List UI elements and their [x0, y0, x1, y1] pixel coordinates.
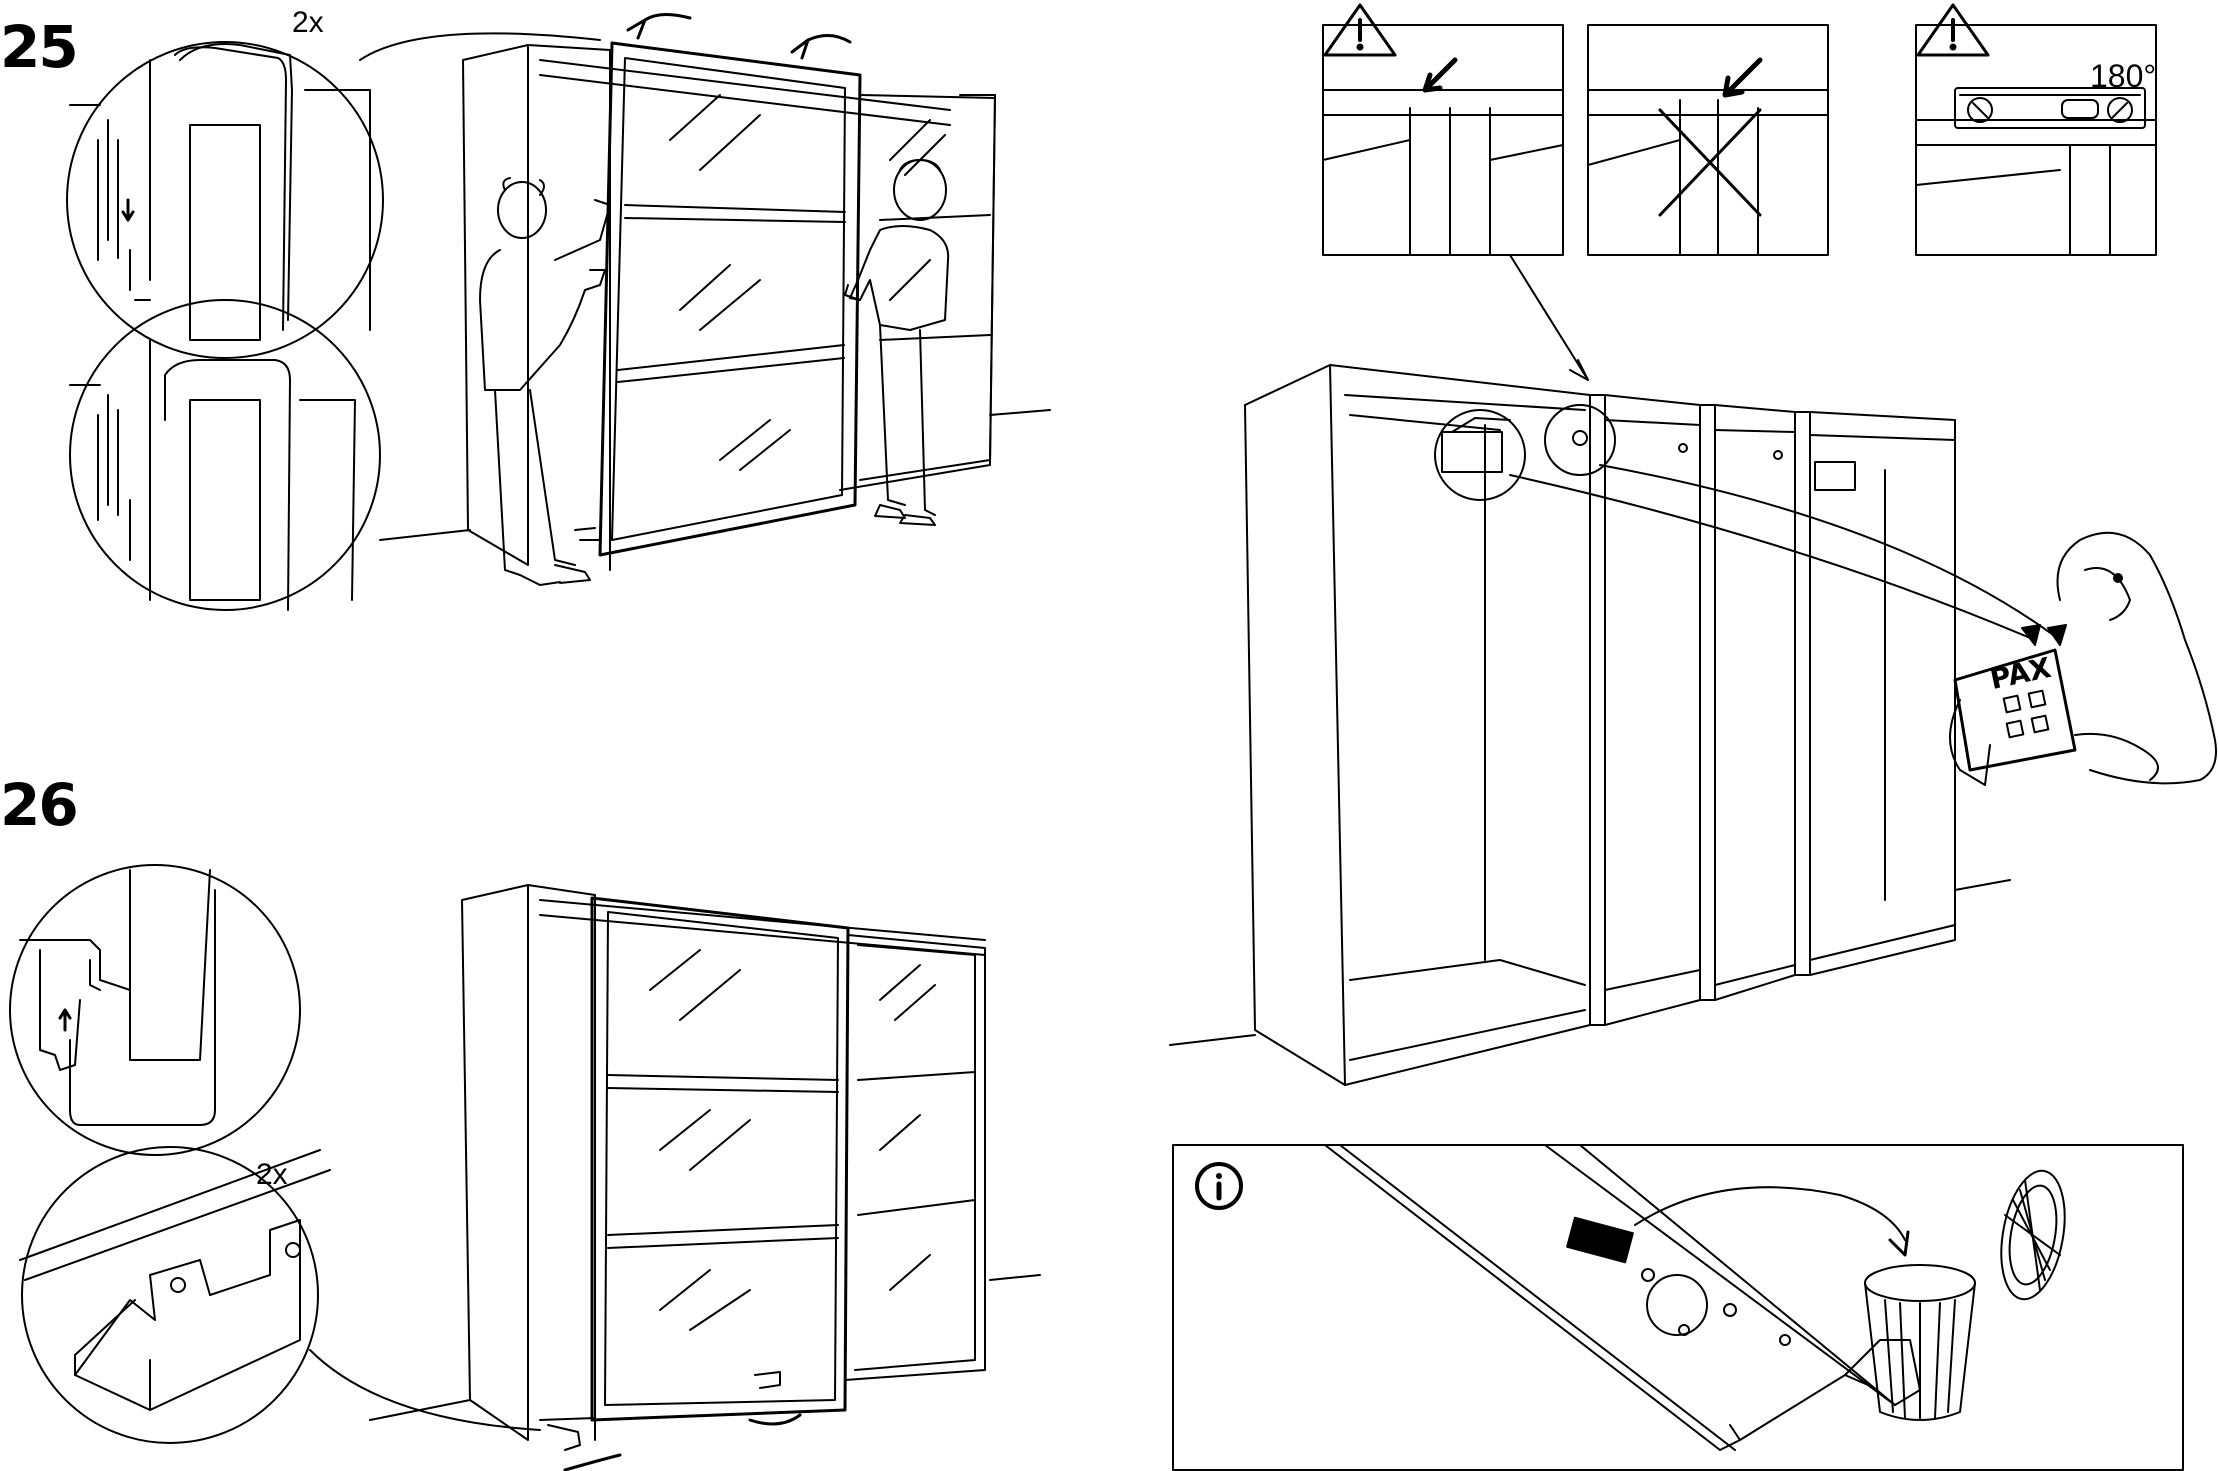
step-25-person-right [845, 160, 948, 525]
step-26-push-arrow-right [750, 1415, 800, 1424]
step-26-callout-line [310, 1350, 540, 1430]
step-26-wardrobe [370, 885, 1040, 1450]
spirit-level-icon [1955, 88, 2145, 128]
step-25-rotate-arrow-left-head [628, 20, 645, 38]
step-25-rotate-arrow-right-head [792, 40, 808, 58]
step-25-detail-bottom [70, 300, 380, 610]
step-25-rotate-arrow-right [808, 35, 850, 42]
step-26-detail-top [10, 865, 300, 1155]
manual-reading-figure [1950, 533, 2216, 785]
warning-box-correct [1323, 25, 1563, 255]
warning-box-incorrect [1588, 25, 1828, 255]
info-box [1173, 1145, 2183, 1470]
trash-bin-icon [1865, 1166, 2074, 1420]
step-25-detail-top [67, 42, 383, 358]
warning-triangle-icon [1325, 5, 1395, 55]
step-25-person-left [480, 178, 610, 585]
pax-frames-illustration [1170, 365, 2010, 1085]
step-26-detail-bottom [20, 1147, 330, 1443]
step-26-push-arrow-left [565, 1455, 620, 1470]
curved-arrow-1 [1510, 475, 2035, 640]
curved-arrow-2 [1600, 465, 2060, 640]
pointer-line [1510, 255, 1588, 380]
step-25-rotate-arrow-left [645, 14, 690, 20]
info-icon [1197, 1164, 1241, 1208]
level-angle-label: 180° [2090, 60, 2156, 92]
cross-mark-icon [1660, 110, 1760, 215]
warning-triangle-icon [1918, 5, 1988, 55]
